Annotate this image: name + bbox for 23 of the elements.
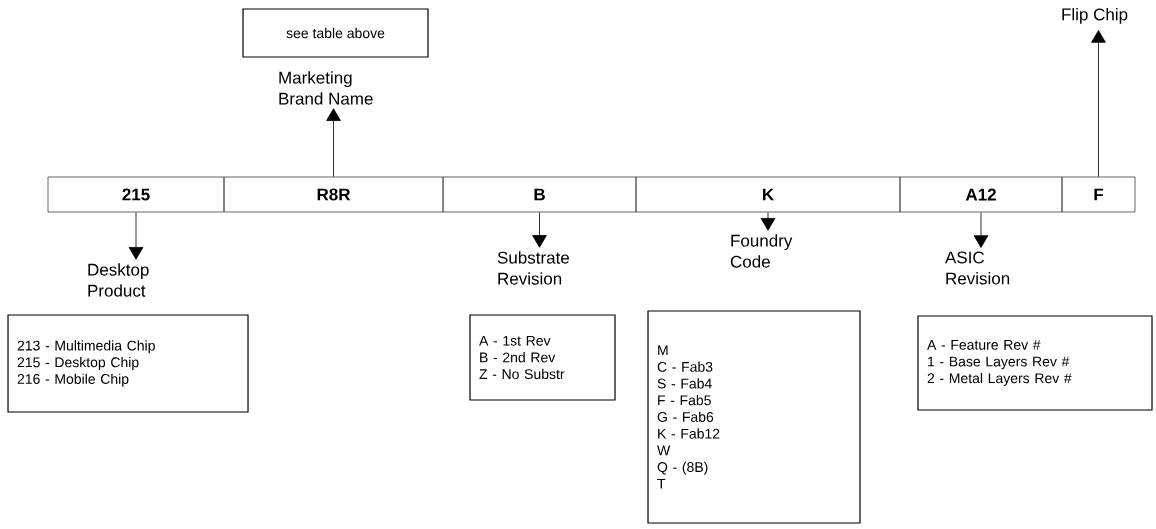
field-label: ASIC Revision [945, 251, 1010, 285]
field-label: Substrate Revision [497, 251, 569, 285]
code-segment-box: K [635, 176, 901, 213]
code-segment-box: F [1061, 176, 1136, 213]
arrow [973, 212, 989, 248]
arrow [760, 212, 776, 231]
arrow [1091, 30, 1106, 177]
code-table: M C - Fab3 S - Fab4 F - Fab5 G - Fab6 K - Fab12 W Q - (8B) T [647, 310, 861, 524]
arrow [128, 212, 144, 260]
field-label: Marketing Brand Name [279, 71, 373, 105]
field-label: Foundry Code [730, 234, 793, 268]
field-label: Flip Chip [1062, 7, 1128, 24]
field-label: Desktop Product [88, 263, 149, 297]
code-segment-box: A12 [899, 176, 1063, 213]
arrow [532, 212, 547, 248]
code-table: A - 1st Rev B - 2nd Rev Z - No Substr [469, 314, 616, 401]
note-box: see table above [242, 8, 429, 58]
arrow [326, 108, 341, 177]
code-segment-box: 215 [47, 176, 225, 213]
code-segment-box: R8R [223, 176, 444, 213]
code-table: A - Feature Rev # 1 - Base Layers Rev # 2 - Metal Layers Rev # [917, 315, 1153, 411]
code-segment-box: B [442, 176, 637, 213]
code-table: 213 - Multimedia Chip 215 - Desktop Chip 216 - Mobile Chip [7, 314, 249, 413]
